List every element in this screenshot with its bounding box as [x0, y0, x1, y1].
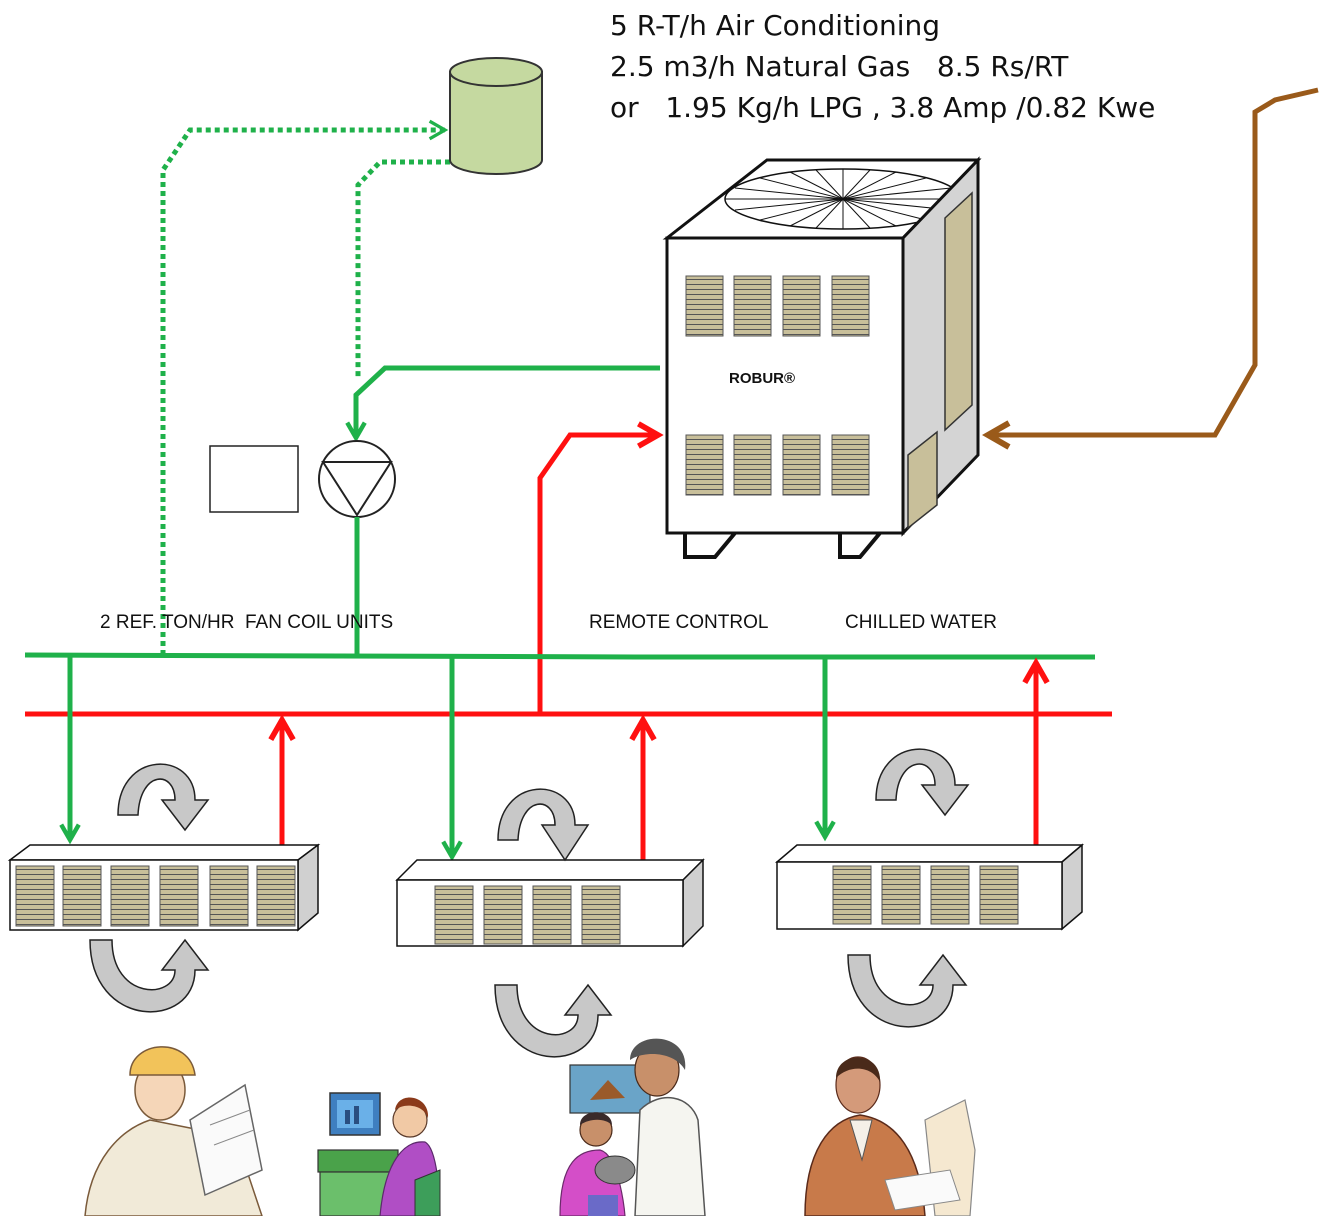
pump-icon [318, 440, 396, 518]
fan-coil-unit-3 [774, 843, 1085, 931]
robur-chiller-unit [662, 156, 982, 559]
gas-line [988, 87, 1319, 435]
fan-coil-unit-1 [7, 843, 321, 932]
person-computer-icon [317, 1092, 441, 1216]
airflow-arrow-top-1 [117, 763, 210, 832]
green-supply-header [24, 652, 1095, 660]
person-vet-icon [559, 1038, 706, 1216]
airflow-arrow-bottom-3 [847, 953, 968, 1028]
dotted-line-tank-outer [160, 119, 449, 655]
airflow-arrow-top-3 [875, 748, 970, 817]
red-pipe-to-unit [537, 435, 658, 714]
spec-line-3: or 1.95 Kg/h LPG , 3.8 Amp /0.82 Kwe [610, 91, 1156, 124]
spec-line-2: 2.5 m3/h Natural Gas 8.5 Rs/RT [610, 50, 1069, 83]
fan-icon [724, 168, 962, 230]
unit-grilles-bottom [685, 434, 870, 496]
spec-line-1: 5 R-T/h Air Conditioning [610, 9, 941, 42]
airflow-arrow-top-2 [497, 788, 590, 862]
person-businessman-icon [804, 1056, 976, 1216]
fan-coil-unit-2 [395, 858, 705, 948]
unit-grilles-top [685, 275, 870, 337]
label-chilled-water: CHILLED WATER [845, 612, 998, 633]
label-fan-coil-units: 2 REF. TON/HR FAN COIL UNITS [100, 612, 394, 633]
airflow-arrow-bottom-2 [494, 983, 613, 1058]
brand-label: ROBUR® [729, 370, 796, 387]
dotted-line-tank-inner [355, 159, 450, 380]
expansion-tank [449, 57, 543, 175]
label-remote-control: REMOTE CONTROL [589, 612, 769, 633]
control-box [209, 445, 299, 513]
airflow-arrow-bottom-1 [89, 938, 210, 1013]
green-pipe-unit-to-pump [356, 365, 660, 438]
person-engineer-icon [84, 1046, 263, 1216]
